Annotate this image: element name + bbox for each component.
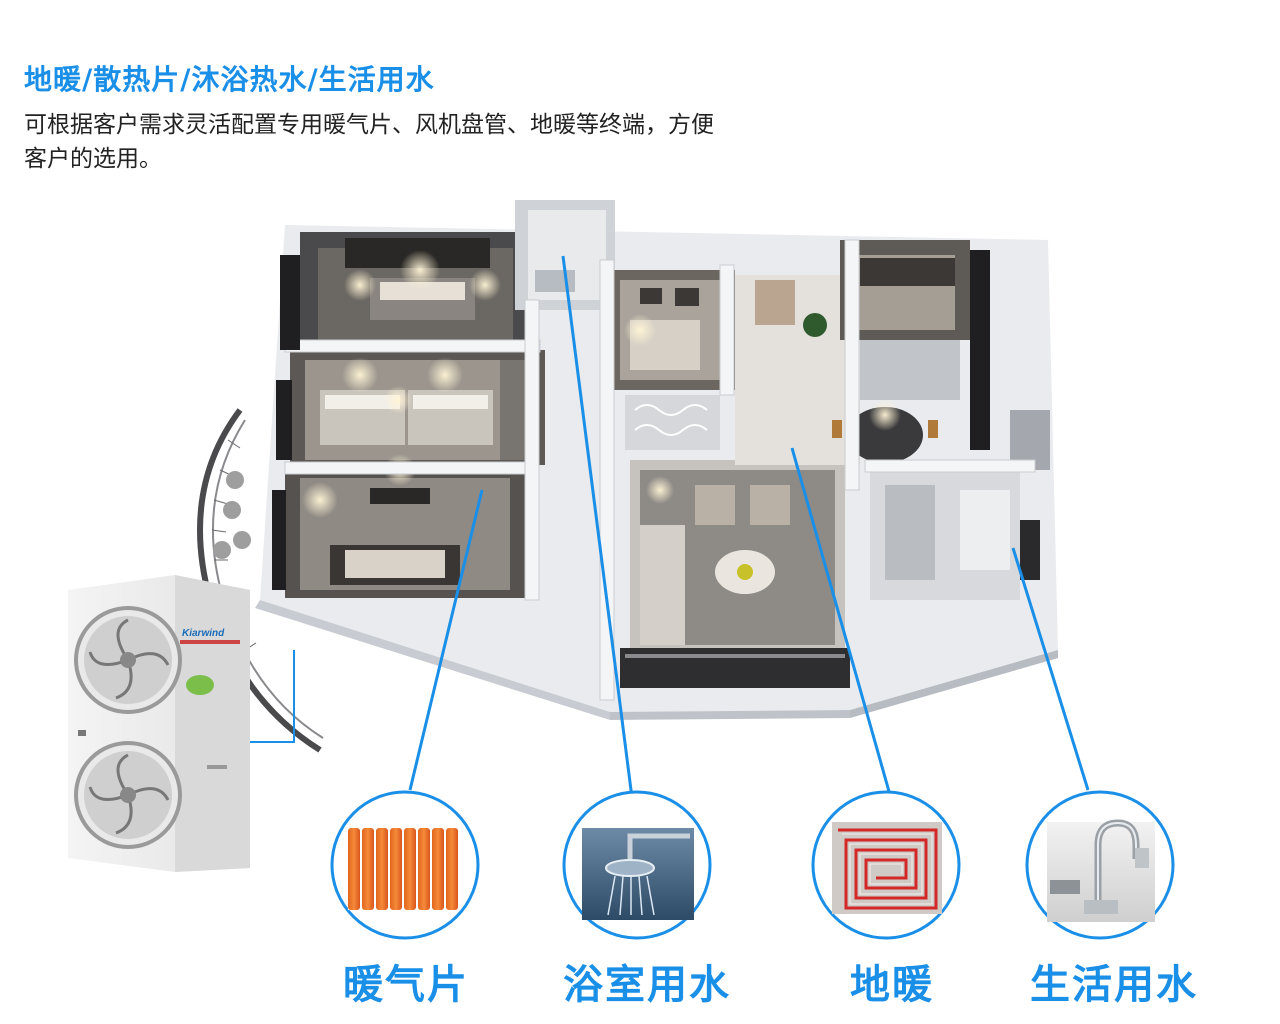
terminal-label-radiator: 暖气片	[343, 961, 469, 1008]
floor-heating-icon	[832, 822, 942, 914]
terminal-faucet	[1025, 790, 1175, 940]
terminal-shower	[562, 790, 712, 940]
terminal-label-floor-heating: 地暖	[850, 961, 934, 1008]
connector-lines	[408, 255, 1090, 799]
unit-brand-label: Kiarwind	[182, 628, 225, 639]
fan-icon	[74, 606, 182, 714]
floor-plan	[197, 200, 1058, 753]
heat-pump-unit	[68, 575, 295, 872]
faucet-icon	[1047, 819, 1155, 922]
fan-icon	[74, 741, 182, 849]
terminal-label-shower: 浴室用水	[563, 961, 731, 1008]
terminal-radiator	[330, 790, 480, 940]
terminal-floor-heating	[811, 790, 961, 940]
terminal-label-faucet: 生活用水	[1030, 961, 1198, 1008]
page-title: 地暖/散热片/沐浴热水/生活用水	[24, 63, 435, 96]
radiator-icon	[348, 828, 460, 910]
shower-icon	[582, 828, 694, 920]
page-description: 可根据客户需求灵活配置专用暖气片、风机盘管、地暖等终端，方便客户的选用。	[24, 112, 714, 172]
